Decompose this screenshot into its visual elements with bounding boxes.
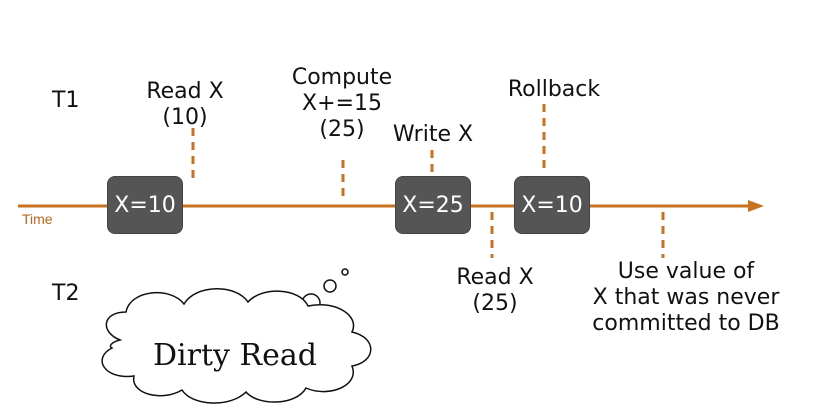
event-read-x-10: Read X (10) xyxy=(146,79,224,130)
event-use-value: Use value of X that was never committed … xyxy=(592,259,780,336)
dirty-read-callout: Dirty Read xyxy=(153,338,317,373)
value-box-2: X=25 xyxy=(396,177,470,233)
thought-bubble-medium xyxy=(323,279,337,293)
event-read-x-25: Read X (25) xyxy=(456,265,534,316)
value-box-1: X=10 xyxy=(108,177,182,233)
cloud-shape xyxy=(101,288,372,404)
timeline-arrowhead xyxy=(748,200,764,212)
event-compute: Compute X+=15 (25) xyxy=(291,65,393,142)
t1-label: T1 xyxy=(52,88,80,113)
t2-label: T2 xyxy=(52,281,80,306)
value-box-3: X=10 xyxy=(515,177,589,233)
event-write-x: Write X xyxy=(392,122,474,147)
event-rollback: Rollback xyxy=(507,77,601,102)
thought-bubble-small xyxy=(341,268,349,276)
time-label: Time xyxy=(22,211,53,227)
